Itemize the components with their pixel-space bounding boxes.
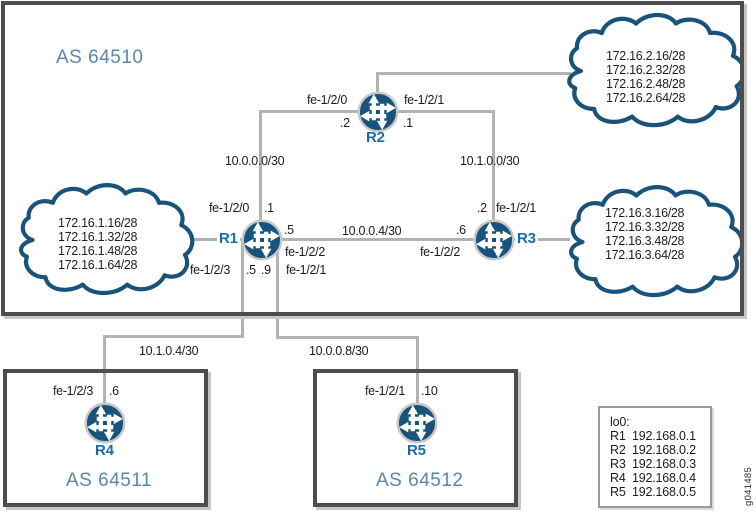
legend-row-r4: R4 192.168.0.4 — [610, 471, 710, 485]
link-r1-r5-horizontal — [276, 336, 419, 339]
legend-router-name: R5 — [610, 485, 626, 499]
legend-router-name: R4 — [610, 471, 626, 485]
legend-router-name: R1 — [610, 429, 626, 443]
as64510-label: AS 64510 — [56, 47, 144, 68]
addr-r2-right: .1 — [403, 116, 413, 130]
if-r1-bottom-left: fe-1/2/3 — [190, 263, 230, 277]
figure-id-watermark: g041485 — [743, 466, 754, 506]
cloud3-prefix: 172.16.3.32/28 — [605, 220, 685, 234]
if-r4: fe-1/2/3 — [53, 384, 93, 398]
cloud2-prefix: 172.16.2.16/28 — [606, 49, 686, 63]
legend-router-name: R3 — [610, 457, 626, 471]
addr-r3-top: .2 — [477, 201, 487, 215]
router-r3-label: R3 — [515, 230, 538, 247]
cloud1-prefix: 172.16.1.48/28 — [58, 244, 138, 258]
if-r3-left: fe-1/2/2 — [420, 245, 460, 259]
cloud1-prefix: 172.16.1.16/28 — [58, 216, 138, 230]
legend-router-ip: 192.168.0.3 — [632, 457, 696, 471]
addr-r5: .10 — [421, 384, 438, 398]
router-r1-label: R1 — [217, 230, 240, 247]
if-r5: fe-1/2/1 — [365, 384, 405, 398]
cloud1-prefix: 172.16.1.32/28 — [58, 230, 138, 244]
if-r1-right: fe-1/2/2 — [285, 245, 325, 259]
router-r2-label: R2 — [366, 129, 385, 146]
link-r2-cloud2-horizontal — [376, 72, 571, 75]
link-r1-r4-horizontal — [103, 335, 244, 338]
link-r1-r4-vertical-2 — [103, 335, 106, 425]
legend-router-ip: 192.168.0.2 — [632, 443, 696, 457]
addr-r1-bottom-left: .5 — [246, 263, 256, 277]
router-r4-label: R4 — [95, 442, 114, 459]
legend-row-r2: R2 192.168.0.2 — [610, 443, 710, 457]
loopback-legend: lo0: R1 192.168.0.1 R2 192.168.0.2 R3 19… — [598, 406, 712, 508]
router-r2-icon — [356, 90, 400, 134]
as64512-label: AS 64512 — [376, 470, 464, 491]
if-r2-left: fe-1/2/0 — [307, 93, 347, 107]
legend-row-r3: R3 192.168.0.3 — [610, 457, 710, 471]
subnet-r1-r4: 10.1.0.4/30 — [139, 344, 199, 358]
legend-row-r5: R5 192.168.0.5 — [610, 485, 710, 499]
cloud2-prefix: 172.16.2.64/28 — [606, 91, 686, 105]
addr-r4: .6 — [109, 384, 119, 398]
legend-router-ip: 192.168.0.4 — [632, 471, 696, 485]
router-r5-label: R5 — [407, 442, 426, 459]
if-r1-bottom-right: fe-1/2/1 — [286, 263, 326, 277]
addr-r1-top: .1 — [264, 201, 274, 215]
legend-router-name: R2 — [610, 443, 626, 457]
if-r3-top: fe-1/2/1 — [496, 201, 536, 215]
link-r1-r5-vertical-1 — [276, 240, 279, 339]
cloud3-prefix: 172.16.3.48/28 — [605, 234, 685, 248]
link-r2-r3-horizontal — [378, 110, 495, 113]
subnet-r2-r3: 10.1.0.0/30 — [460, 154, 520, 168]
addr-r2-left: .2 — [340, 116, 350, 130]
as64510-box — [1, 1, 744, 316]
cloud3-prefix: 172.16.3.16/28 — [605, 206, 685, 220]
if-r2-right: fe-1/2/1 — [404, 93, 444, 107]
as64511-label: AS 64511 — [66, 470, 153, 491]
legend-router-ip: 192.168.0.1 — [632, 429, 696, 443]
cloud2-prefix-list: 172.16.2.16/28 172.16.2.32/28 172.16.2.4… — [606, 49, 686, 105]
legend-router-ip: 192.168.0.5 — [632, 485, 696, 499]
link-r1-r5-vertical-2 — [416, 336, 419, 425]
link-r1-r4-vertical-1 — [241, 240, 244, 338]
link-r2-r3-vertical — [492, 110, 495, 241]
addr-r1-right: .5 — [284, 223, 294, 237]
router-r3-icon — [472, 218, 516, 262]
legend-title: lo0: — [610, 415, 630, 429]
link-r1-r2-horizontal — [259, 110, 379, 113]
as64512-box — [313, 369, 518, 507]
router-r1-icon — [240, 218, 284, 262]
link-main-horizontal — [188, 238, 570, 241]
as64511-box — [3, 369, 208, 507]
cloud1-prefix: 172.16.1.64/28 — [58, 258, 138, 272]
cloud3-prefix: 172.16.3.64/28 — [605, 248, 685, 262]
addr-r3-left: .6 — [456, 223, 466, 237]
router-r4-icon — [83, 401, 127, 445]
subnet-r1-r2: 10.0.0.0/30 — [225, 154, 285, 168]
cloud2-prefix: 172.16.2.48/28 — [606, 77, 686, 91]
cloud1-prefix-list: 172.16.1.16/28 172.16.1.32/28 172.16.1.4… — [58, 216, 138, 272]
cloud3-prefix-list: 172.16.3.16/28 172.16.3.32/28 172.16.3.4… — [605, 206, 685, 262]
if-r1-top: fe-1/2/0 — [209, 201, 249, 215]
addr-r1-bottom-right: .9 — [261, 263, 271, 277]
cloud2-prefix: 172.16.2.32/28 — [606, 63, 686, 77]
subnet-r1-r5: 10.0.0.8/30 — [309, 344, 369, 358]
legend-row-r1: R1 192.168.0.1 — [610, 429, 710, 443]
router-r5-icon — [395, 401, 439, 445]
subnet-r1-r3: 10.0.0.4/30 — [342, 224, 402, 238]
link-r1-r2-vertical — [259, 110, 262, 223]
